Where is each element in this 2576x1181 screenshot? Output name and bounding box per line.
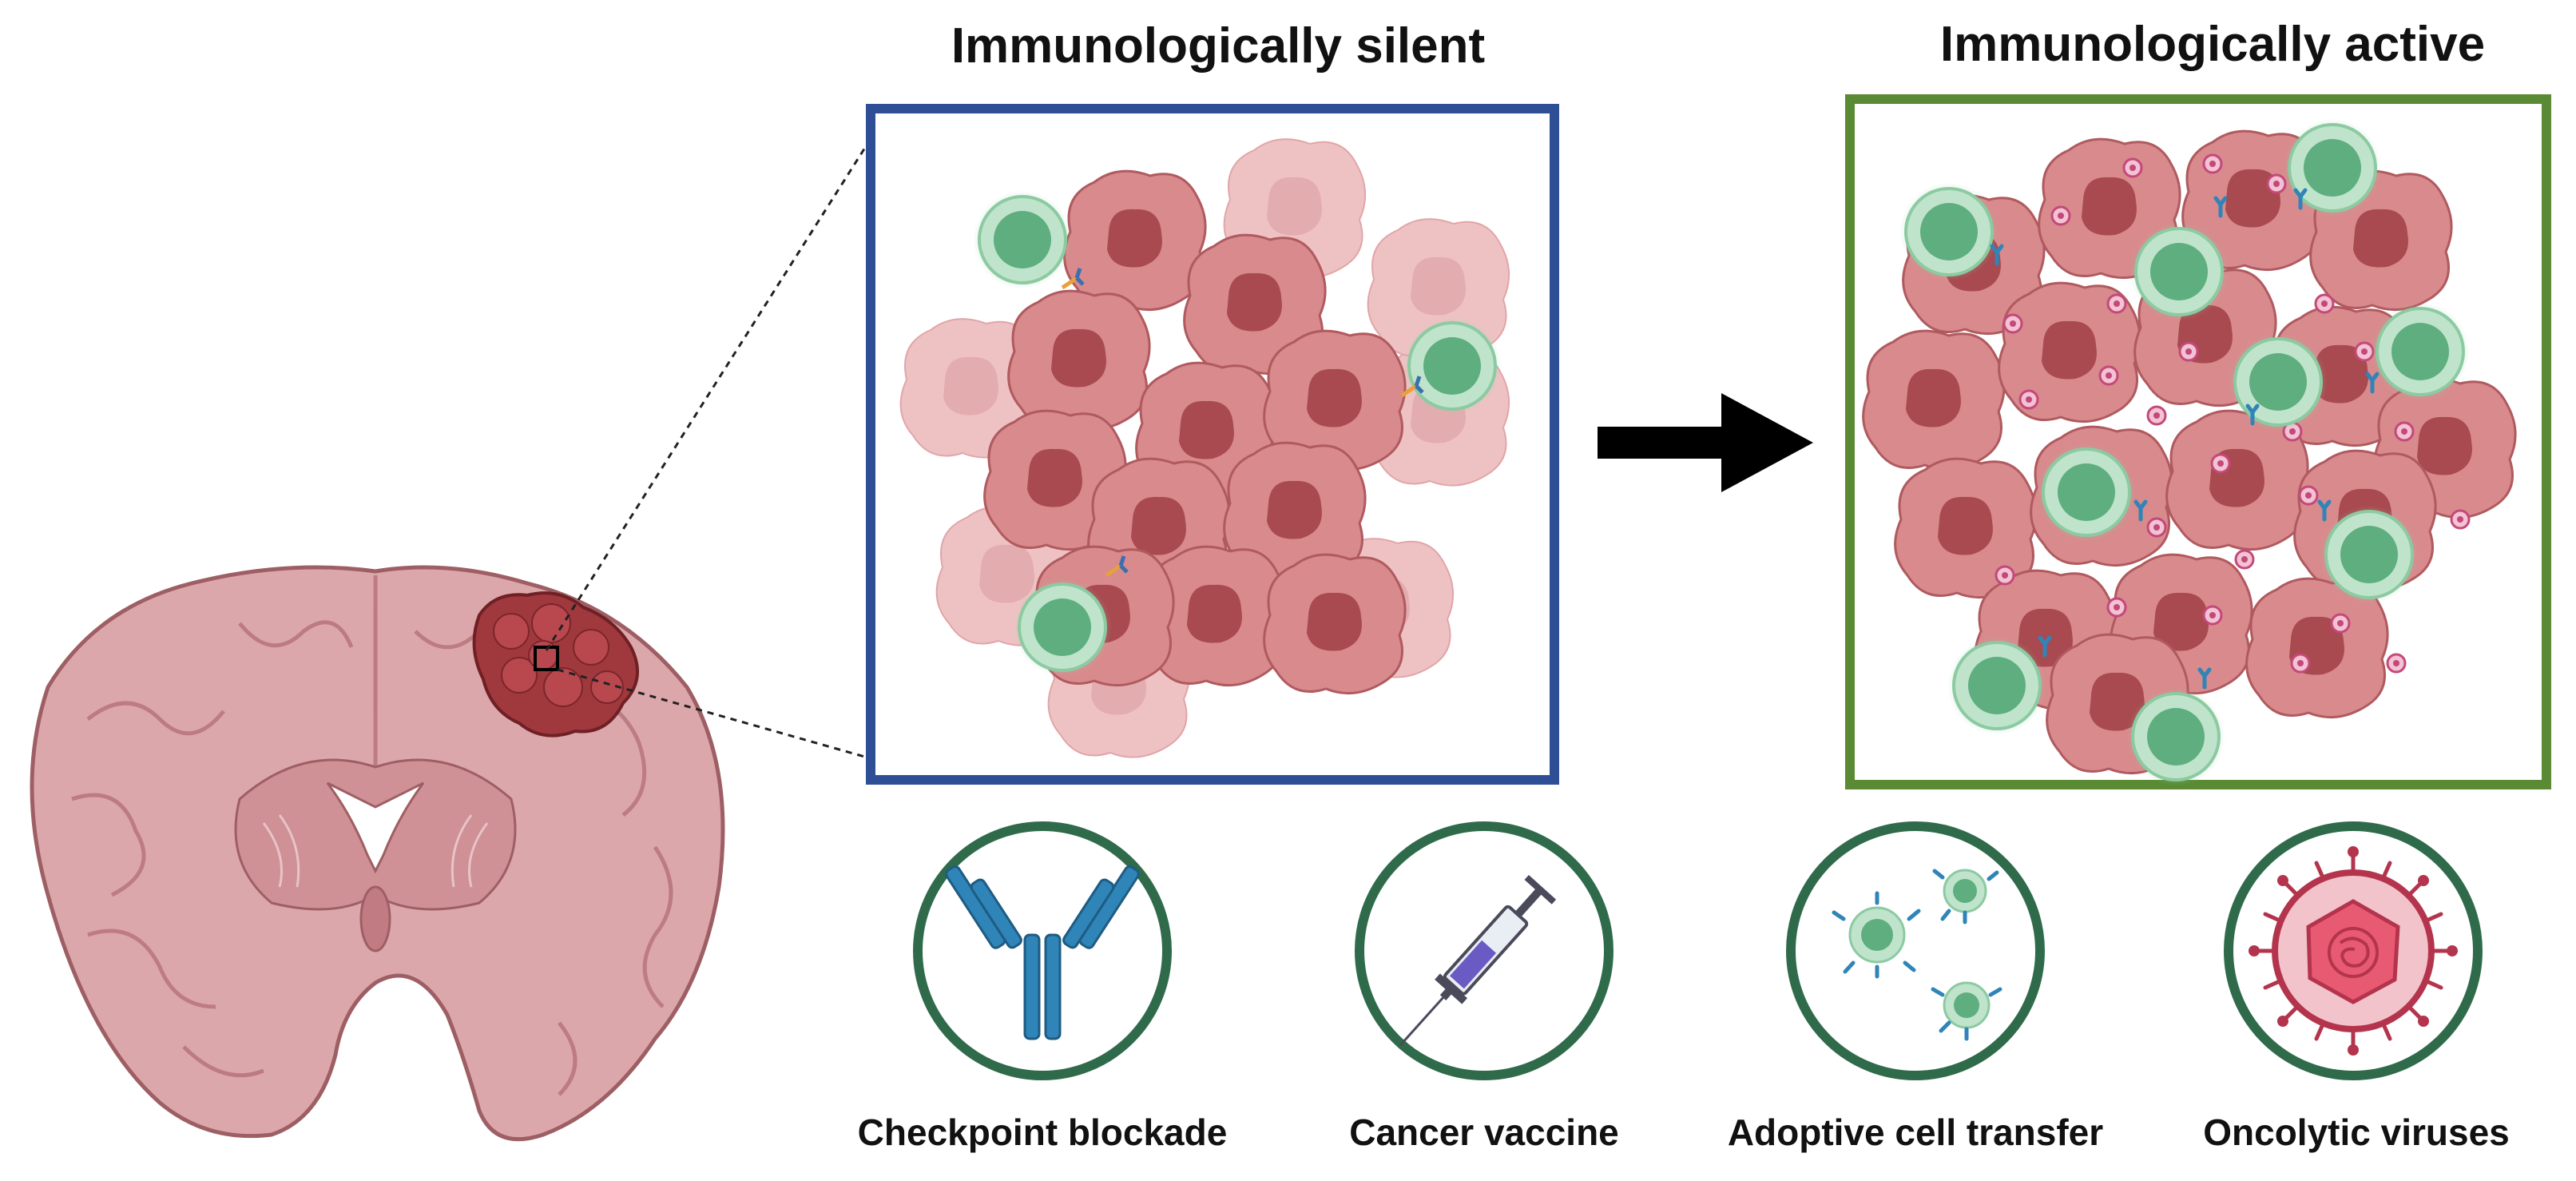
therapy-label-vaccine: Cancer vaccine — [1349, 1111, 1619, 1153]
antibody-icon — [913, 821, 1172, 1080]
t-cells-icon — [1786, 821, 2045, 1080]
zoom-marker — [534, 646, 559, 671]
transition-arrow — [1598, 393, 1813, 492]
therapy-label-checkpoint: Checkpoint blockade — [857, 1111, 1228, 1153]
brain-tumor — [472, 591, 639, 738]
active-panel — [1845, 94, 2551, 789]
silent-t-cell-2 — [1401, 315, 1503, 417]
active-title: Immunologically active — [1939, 17, 2486, 72]
silent-t-cell-1 — [971, 189, 1074, 291]
virus-icon — [2224, 821, 2483, 1080]
silent-t-cell-3 — [1011, 576, 1113, 678]
zoom-line-top — [545, 143, 869, 651]
syringe-icon — [1355, 821, 1613, 1080]
brain-section — [30, 565, 725, 1142]
silent-title: Immunologically silent — [951, 18, 1486, 74]
therapy-icons — [913, 821, 2483, 1080]
therapy-label-adoptive: Adoptive cell transfer — [1727, 1111, 2104, 1153]
therapy-label-oncolytic: Oncolytic viruses — [2203, 1111, 2510, 1153]
zoom-line-bottom — [557, 668, 868, 759]
silent-panel — [866, 104, 1559, 785]
